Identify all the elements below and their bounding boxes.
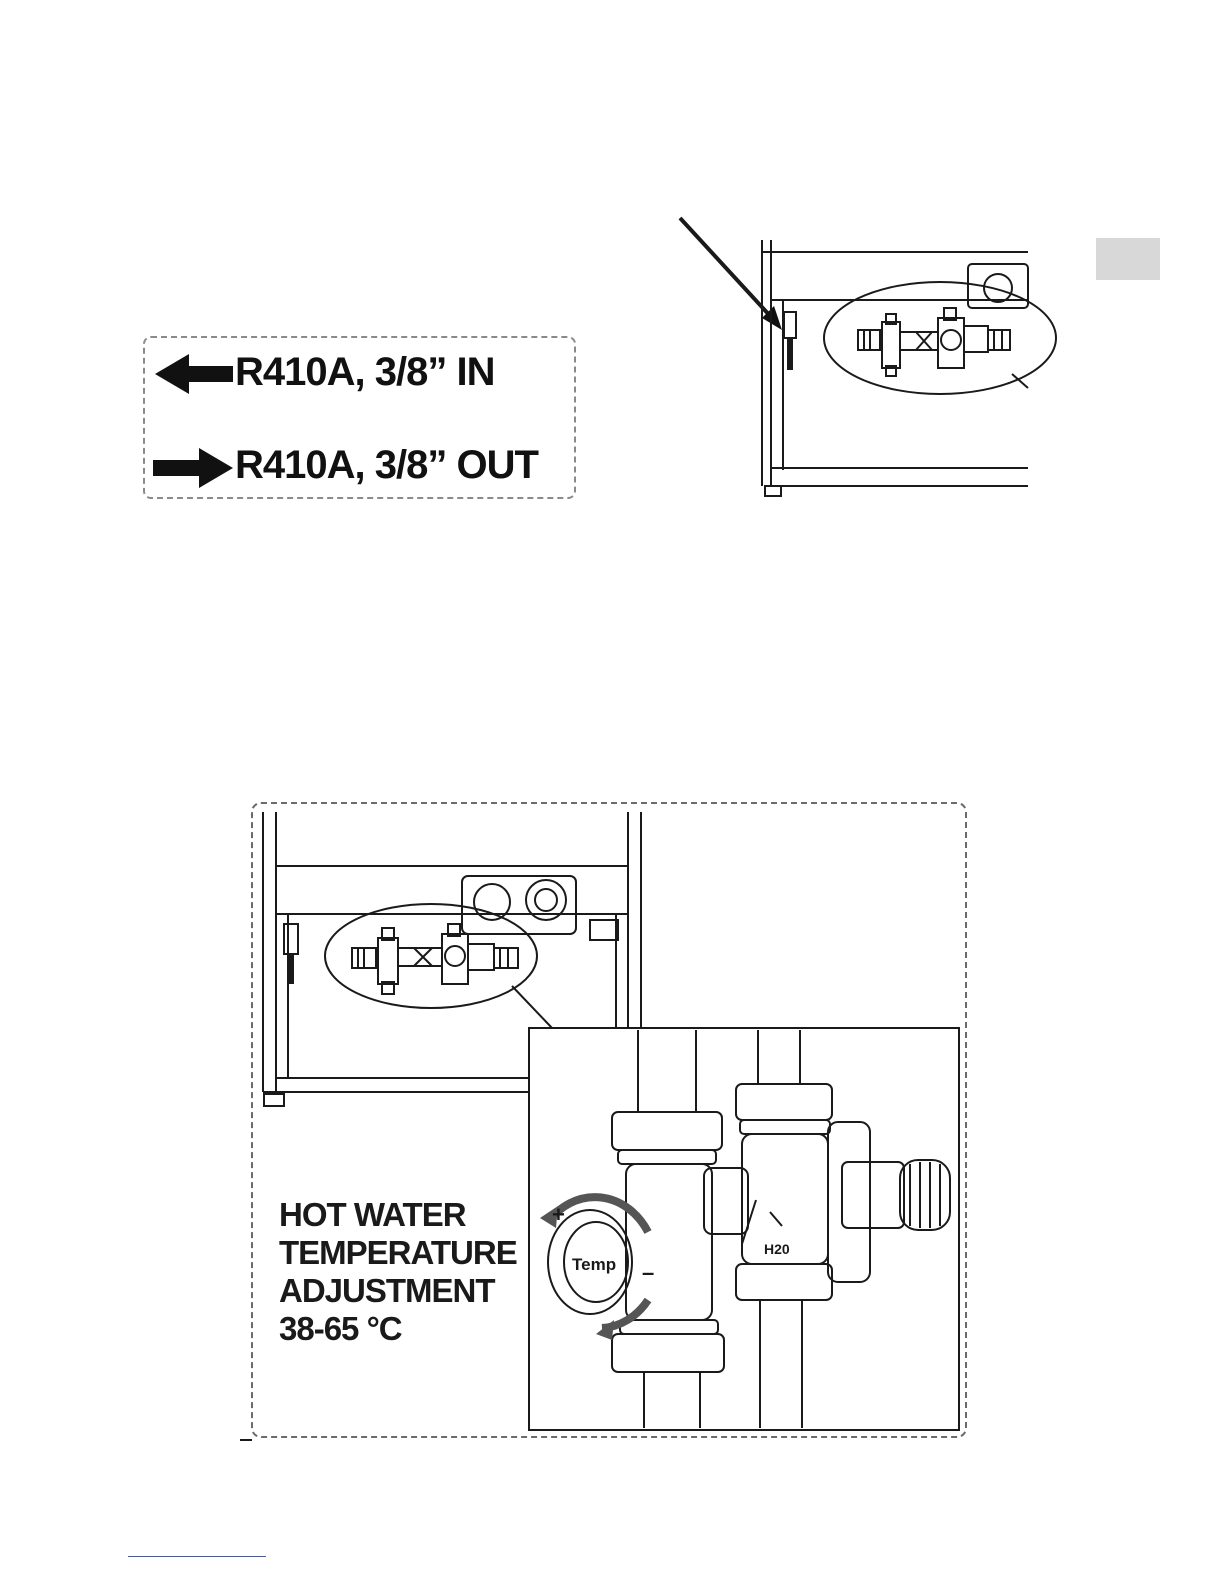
hot-water-temperature-range: 38-65 °C <box>279 1310 402 1348</box>
hot-water-label-line2: TEMPERATURE <box>279 1234 517 1272</box>
footer-link-underline <box>128 1556 266 1557</box>
hot-water-label-line3: ADJUSTMENT <box>279 1272 495 1310</box>
pointer-arrow-line <box>680 218 772 318</box>
unit-top-drawing <box>0 0 1225 520</box>
hot-water-figure-frame: HOT WATER TEMPERATURE ADJUSTMENT 38-65 °… <box>251 802 967 1438</box>
hot-water-label-line1: HOT WATER <box>279 1196 466 1234</box>
